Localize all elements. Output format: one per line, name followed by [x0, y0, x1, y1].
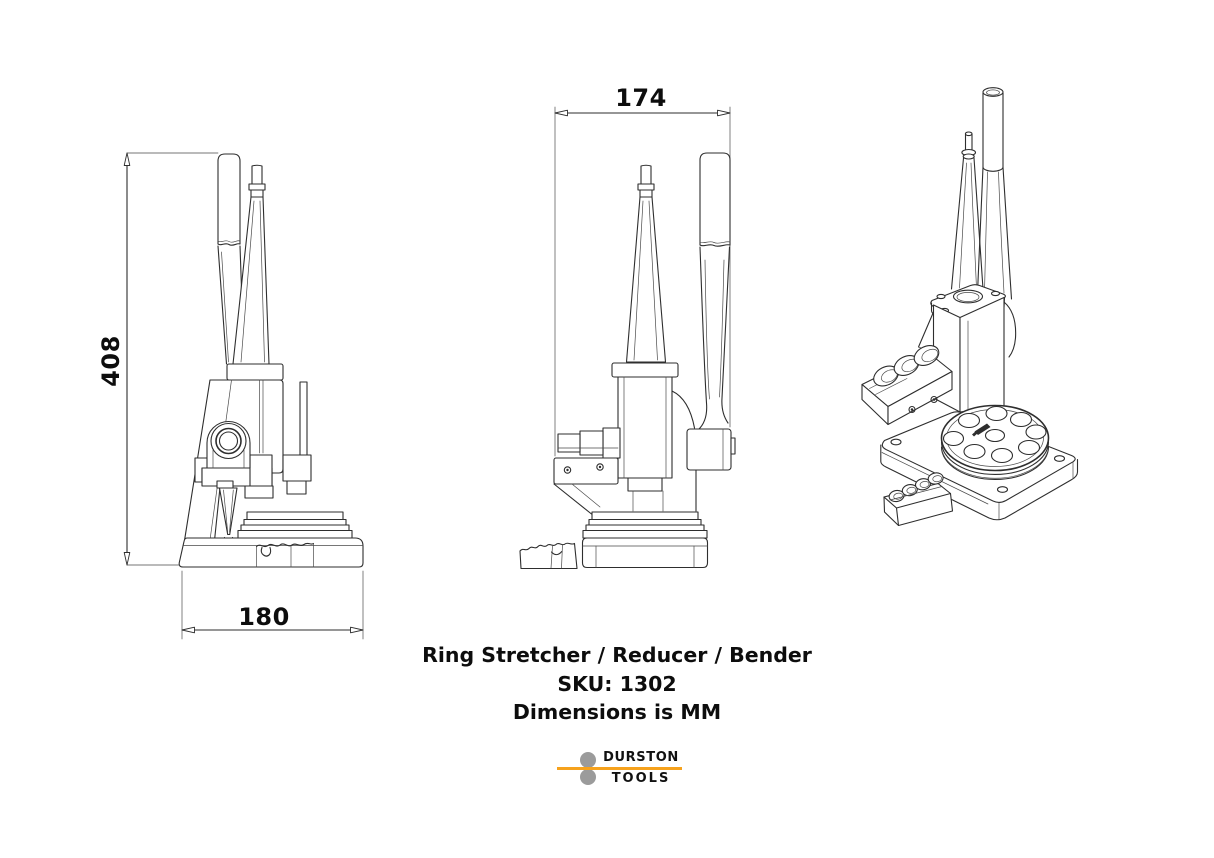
height-dimension: 408 [97, 152, 219, 566]
product-sku: SKU: 1302 [557, 671, 677, 696]
iso-die-block [883, 472, 954, 527]
front-roller-boss [206, 420, 251, 489]
product-title: Ring Stretcher / Reducer / Bender [422, 643, 812, 667]
side-view: 174 [519, 84, 736, 570]
iso-roller-bracket [861, 344, 953, 426]
base-width-dimension: 180 [181, 570, 364, 640]
front-base [178, 537, 364, 568]
side-pivot-block [632, 428, 736, 512]
front-top-plate [226, 363, 284, 381]
front-mandrel [232, 164, 270, 365]
iso-mandrel [950, 131, 984, 290]
side-width-dimension-label: 174 [615, 84, 667, 112]
side-broken-section [519, 542, 578, 570]
units-note: Dimensions is MM [512, 700, 722, 724]
front-view: 408 180 [97, 152, 364, 640]
base-width-dimension-label: 180 [238, 603, 290, 631]
logo-accent-bar [557, 766, 682, 770]
side-base [581, 537, 709, 569]
durston-tools-logo: DURSTON TOOLS [552, 748, 686, 794]
brand-name-tools: TOOLS [611, 771, 671, 786]
side-handle [697, 152, 731, 431]
brand-name-durston: DURSTON [603, 750, 679, 765]
side-ring-stack [582, 511, 708, 539]
front-pin [218, 487, 238, 544]
roller-bottom-icon [580, 768, 596, 785]
iso-handle [976, 87, 1013, 300]
front-side-lever-edge [282, 381, 312, 495]
side-body [611, 362, 696, 492]
front-ring-stack [237, 511, 353, 539]
isometric-view [861, 87, 1079, 527]
height-dimension-label: 408 [97, 335, 125, 387]
side-mandrel [625, 164, 667, 363]
front-handle [217, 153, 241, 246]
title-block: Ring Stretcher / Reducer / Bender SKU: 1… [380, 641, 854, 727]
iso-disc [940, 404, 1050, 481]
roller-top-icon [580, 751, 596, 768]
side-adjuster-blocks [553, 427, 621, 515]
disc-stamp-mark [972, 423, 991, 437]
